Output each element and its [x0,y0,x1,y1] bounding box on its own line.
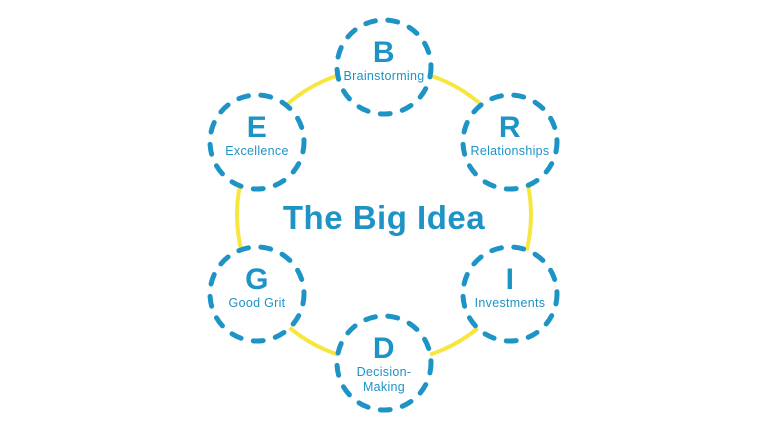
node-decision-making: D Decision- Making [334,313,434,413]
node-circle-dashed [207,244,307,344]
node-circle-dashed [460,244,560,344]
node-label-line2: Making [363,380,405,394]
node-label: Brainstorming [343,69,424,83]
node-label: Excellence [225,144,288,158]
node-letter: B [373,36,395,69]
node-label-line1: Decision- [357,365,412,379]
node-good-grit: G Good Grit [207,244,307,344]
node-label: Relationships [471,144,550,158]
node-letter: D [373,332,395,365]
node-letter: G [245,263,269,296]
node-letter: R [499,111,521,144]
node-letter: I [506,263,515,296]
node-brainstorming: B Brainstorming [334,17,434,117]
node-circle-dashed [334,313,434,413]
node-relationships: R Relationships [460,92,560,192]
node-excellence: E Excellence [207,92,307,192]
node-letter: E [247,111,268,144]
node-investments: I Investments [460,244,560,344]
diagram-title: The Big Idea [283,199,485,236]
node-circle-dashed [460,92,560,192]
node-label: Good Grit [229,296,286,310]
node-label: Investments [475,296,546,310]
node-circle-dashed [207,92,307,192]
node-circle-dashed [334,17,434,117]
